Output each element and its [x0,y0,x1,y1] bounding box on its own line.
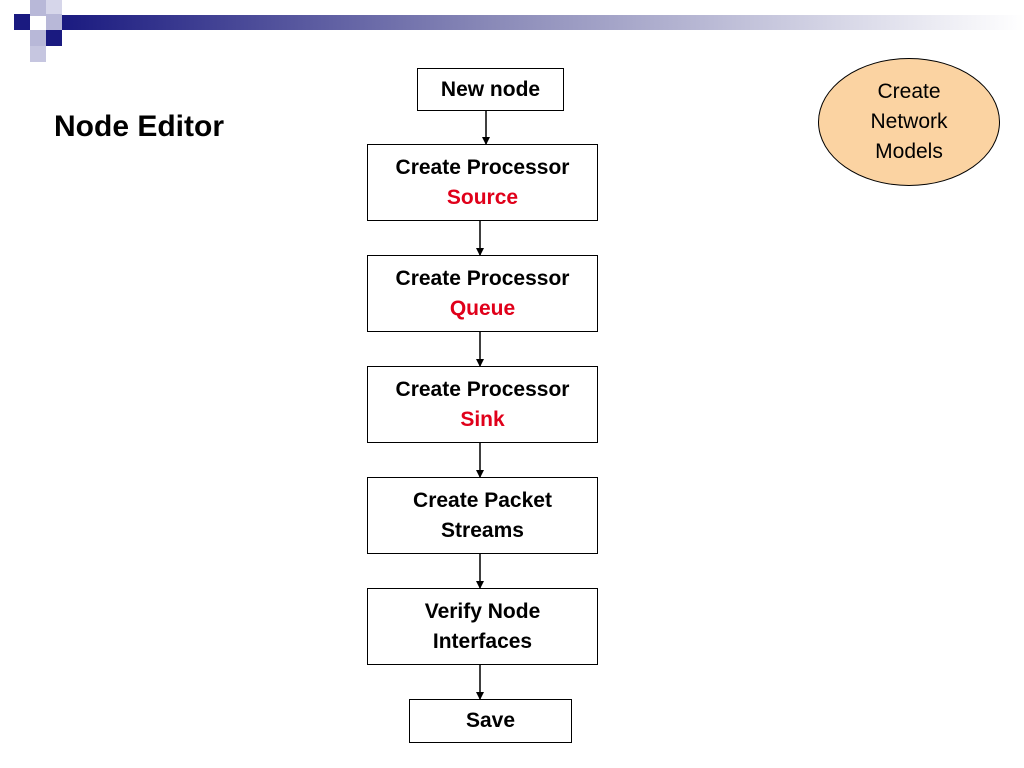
flow-step-new-node: New node [417,68,564,111]
banner-square-light [30,0,46,16]
flow-step-create-source: Create Processor Source [367,144,598,221]
flow-step-label: Create Packet [413,488,552,512]
create-network-models-badge: Create Network Models [818,58,1000,186]
flow-step-label: Create Processor [395,155,570,179]
flow-step-label: Create Processor [395,377,570,401]
flow-step-label-line2: Streams [441,518,524,542]
flow-step-save: Save [409,699,572,743]
flow-step-label: New node [440,77,541,101]
flow-step-sublabel: Sink [460,407,505,431]
flow-step-create-queue: Create Processor Queue [367,255,598,332]
header-banner [14,0,1024,62]
banner-square-light [30,46,46,62]
banner-square-navy [46,30,62,46]
slide-title: Node Editor [54,110,224,143]
flow-step-sublabel: Source [446,185,519,209]
flow-step-label: Verify Node [424,599,541,623]
flow-step-create-sink: Create Processor Sink [367,366,598,443]
flow-step-label: Create Processor [395,266,570,290]
banner-gradient-band [60,15,1024,30]
flow-step-packet-streams: Create Packet Streams [367,477,598,554]
banner-square-light [46,0,62,14]
banner-square-light [30,30,46,46]
badge-label: Create Network Models [870,80,948,163]
flow-step-label: Save [465,709,516,732]
flow-step-sublabel: Queue [449,296,516,320]
banner-square-navy [14,14,30,30]
flow-step-label-line2: Interfaces [432,629,533,653]
banner-square-light [46,14,62,30]
flow-step-verify-interfaces: Verify Node Interfaces [367,588,598,665]
